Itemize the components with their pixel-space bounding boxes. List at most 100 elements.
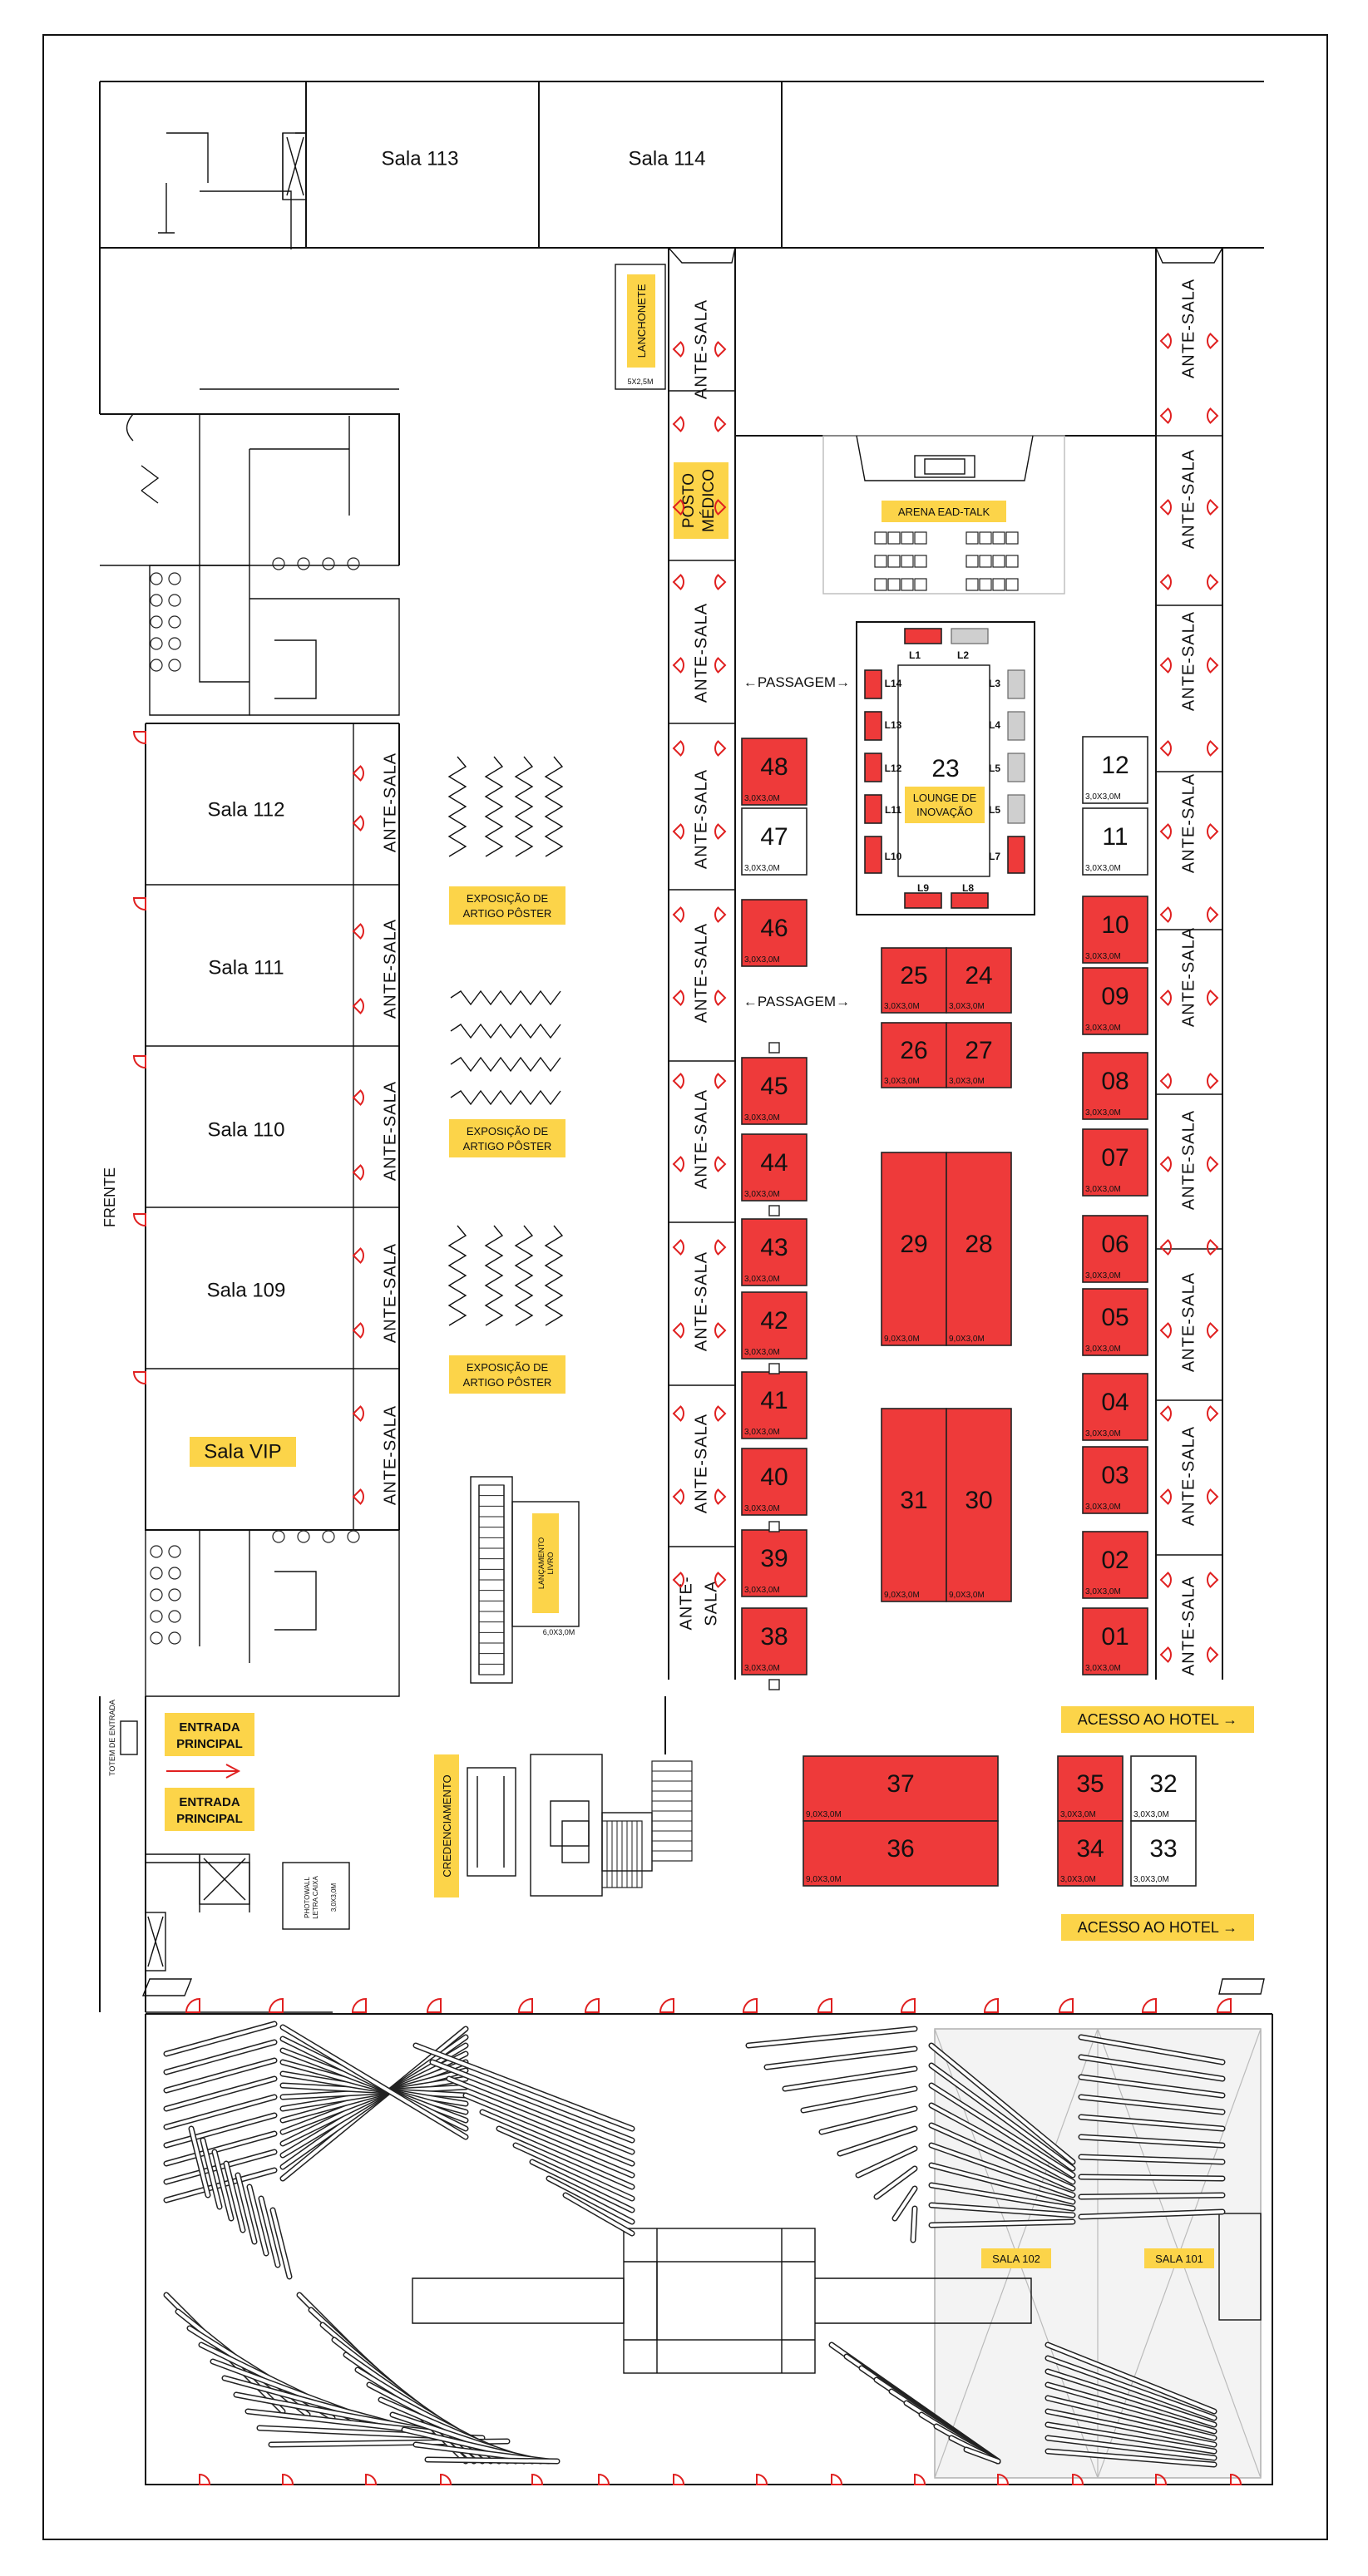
booth-41[interactable]: 413,0X3,0M	[741, 1371, 807, 1439]
door[interactable]	[742, 1997, 758, 2013]
door[interactable]	[1159, 1646, 1172, 1663]
door[interactable]	[714, 1405, 727, 1422]
booth-06[interactable]: 063,0X3,0M	[1082, 1215, 1148, 1283]
door[interactable]	[352, 1488, 364, 1505]
door[interactable]	[132, 897, 146, 911]
booth-12[interactable]: 123,0X3,0M	[1082, 736, 1148, 804]
door[interactable]	[672, 1322, 684, 1339]
door[interactable]	[714, 341, 727, 358]
door[interactable]	[1207, 906, 1219, 923]
booth-26[interactable]: 263,0X3,0M	[881, 1022, 947, 1088]
door[interactable]	[714, 1239, 727, 1256]
lounge-booth-L9[interactable]: L9	[904, 882, 942, 909]
door[interactable]	[672, 906, 684, 923]
door[interactable]	[352, 923, 364, 940]
lounge-booth-L5[interactable]: L5	[989, 753, 1025, 782]
door[interactable]	[352, 998, 364, 1014]
booth-43[interactable]: 433,0X3,0M	[741, 1218, 807, 1286]
booth-28[interactable]: 289,0X3,0M	[946, 1152, 1012, 1346]
door[interactable]	[672, 1572, 684, 1588]
door[interactable]	[1159, 989, 1172, 1006]
door[interactable]	[672, 1239, 684, 1256]
door[interactable]	[268, 1997, 284, 2013]
door[interactable]	[1072, 2473, 1084, 2485]
door[interactable]	[1207, 333, 1219, 349]
door[interactable]	[365, 2473, 378, 2485]
lounge-booth-L10[interactable]: L10	[864, 836, 902, 874]
door[interactable]	[1159, 657, 1172, 674]
booth-39[interactable]: 393,0X3,0M	[741, 1529, 807, 1597]
door[interactable]	[914, 2473, 926, 2485]
lounge-booth-L4[interactable]: L4	[989, 711, 1025, 741]
door[interactable]	[714, 1488, 727, 1505]
booth-25[interactable]: 253,0X3,0M	[881, 947, 947, 1014]
door[interactable]	[1159, 1572, 1172, 1588]
booth-08[interactable]: 083,0X3,0M	[1082, 1052, 1148, 1120]
door[interactable]	[352, 1164, 364, 1181]
booth-03[interactable]: 033,0X3,0M	[1082, 1446, 1148, 1514]
door[interactable]	[672, 657, 684, 674]
door[interactable]	[714, 989, 727, 1006]
door[interactable]	[672, 1156, 684, 1172]
booth-04[interactable]: 043,0X3,0M	[1082, 1373, 1148, 1441]
door[interactable]	[1159, 1073, 1172, 1089]
booth-42[interactable]: 423,0X3,0M	[741, 1291, 807, 1360]
door[interactable]	[1159, 740, 1172, 757]
door[interactable]	[352, 1247, 364, 1264]
door[interactable]	[1207, 499, 1219, 516]
door[interactable]	[1159, 333, 1172, 349]
door[interactable]	[352, 815, 364, 832]
door[interactable]	[672, 989, 684, 1006]
door[interactable]	[817, 1997, 832, 2013]
door[interactable]	[1159, 906, 1172, 923]
door[interactable]	[1207, 574, 1219, 590]
door[interactable]	[352, 1089, 364, 1106]
door[interactable]	[132, 731, 146, 745]
door[interactable]	[997, 2473, 1010, 2485]
booth-44[interactable]: 443,0X3,0M	[741, 1133, 807, 1202]
door[interactable]	[672, 823, 684, 840]
door[interactable]	[900, 1997, 916, 2013]
door[interactable]	[659, 1997, 674, 2013]
door[interactable]	[1207, 1646, 1219, 1663]
lounge-booth-L5[interactable]: L5	[989, 794, 1025, 824]
booth-35[interactable]: 353,0X3,0M	[1057, 1755, 1124, 1822]
door[interactable]	[1207, 1156, 1219, 1172]
door[interactable]	[714, 1073, 727, 1089]
door[interactable]	[132, 1371, 146, 1385]
door[interactable]	[1207, 1322, 1219, 1339]
lounge-booth-L8[interactable]: L8	[951, 882, 989, 909]
door[interactable]	[714, 499, 727, 516]
door[interactable]	[1058, 1997, 1074, 2013]
door[interactable]	[672, 499, 684, 516]
booth-09[interactable]: 093,0X3,0M	[1082, 967, 1148, 1035]
booth-48[interactable]: 483,0X3,0M	[741, 738, 807, 806]
booth-05[interactable]: 053,0X3,0M	[1082, 1288, 1148, 1356]
lounge-booth-L3[interactable]: L3	[989, 669, 1025, 699]
door[interactable]	[672, 341, 684, 358]
door[interactable]	[672, 740, 684, 757]
door[interactable]	[426, 1997, 442, 2013]
door[interactable]	[132, 1213, 146, 1227]
door[interactable]	[1159, 499, 1172, 516]
door[interactable]	[1159, 1239, 1172, 1256]
door[interactable]	[531, 2473, 544, 2485]
door[interactable]	[598, 2473, 610, 2485]
door[interactable]	[714, 416, 727, 432]
door[interactable]	[352, 765, 364, 782]
lounge-booth-L13[interactable]: L13	[864, 711, 902, 741]
lounge-booth-L11[interactable]: L11	[864, 794, 901, 824]
door[interactable]	[714, 823, 727, 840]
door[interactable]	[756, 2473, 768, 2485]
booth-32[interactable]: 323,0X3,0M	[1130, 1755, 1197, 1822]
booth-33[interactable]: 333,0X3,0M	[1130, 1820, 1197, 1887]
door[interactable]	[1207, 1488, 1219, 1505]
door[interactable]	[672, 416, 684, 432]
door[interactable]	[831, 2473, 843, 2485]
booth-45[interactable]: 453,0X3,0M	[741, 1057, 807, 1125]
door[interactable]	[714, 574, 727, 590]
booth-31[interactable]: 319,0X3,0M	[881, 1408, 947, 1602]
booth-11[interactable]: 113,0X3,0M	[1082, 807, 1148, 876]
booth-07[interactable]: 073,0X3,0M	[1082, 1128, 1148, 1197]
booth-27[interactable]: 273,0X3,0M	[946, 1022, 1012, 1088]
